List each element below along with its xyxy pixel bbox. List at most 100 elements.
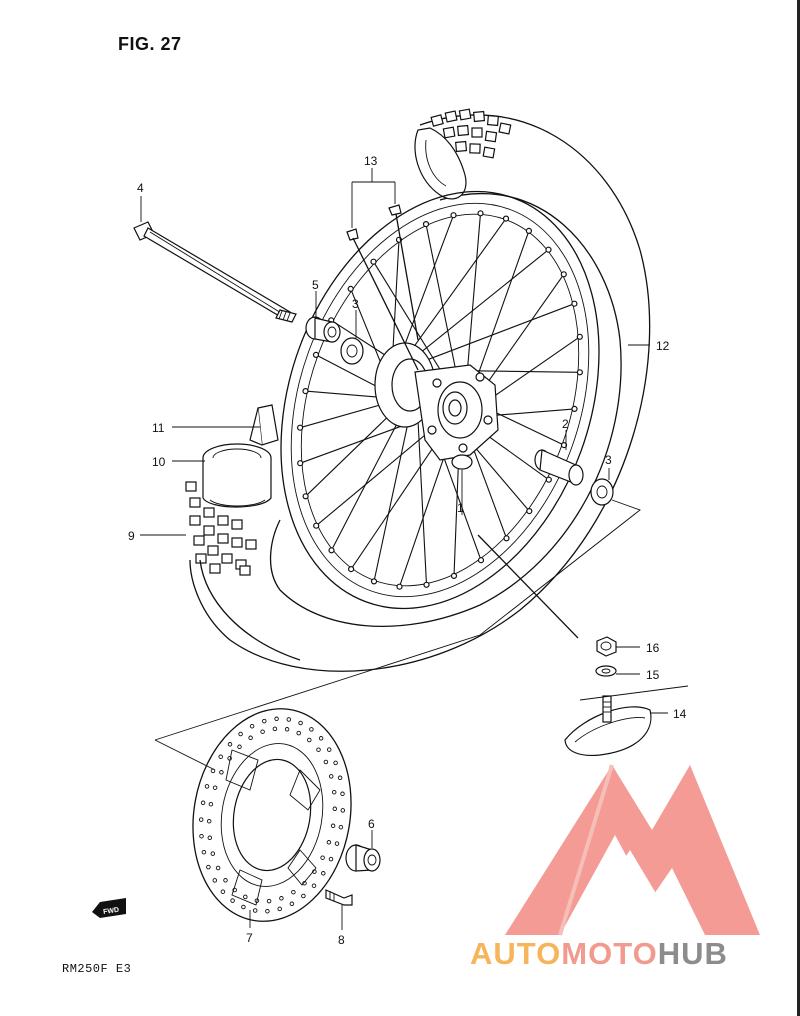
tread-blocks-left bbox=[185, 481, 257, 576]
disc-vent-hole bbox=[227, 742, 233, 747]
spoke-nipple bbox=[347, 285, 354, 292]
disc-vent-hole bbox=[311, 883, 317, 888]
disc-vent-hole bbox=[199, 833, 204, 839]
spoke bbox=[425, 223, 461, 393]
disc-vent-hole bbox=[243, 894, 248, 900]
callout-11: 11 bbox=[152, 421, 165, 435]
spoke-nipple bbox=[560, 271, 567, 278]
disc-vent-hole bbox=[326, 840, 332, 845]
disc-vent-hole bbox=[252, 908, 258, 913]
spoke bbox=[464, 213, 482, 394]
tread-blocks-top bbox=[430, 108, 512, 159]
spoke-nipple bbox=[396, 583, 403, 590]
watermark-auto: AUTO bbox=[470, 936, 561, 971]
spoke bbox=[401, 249, 549, 368]
front-axle bbox=[133, 221, 297, 323]
rim-lock bbox=[564, 695, 652, 757]
rim-lock-washer bbox=[595, 665, 617, 677]
callout-16: 16 bbox=[646, 641, 660, 655]
disc-vent-hole bbox=[286, 717, 292, 722]
disc-vent-hole bbox=[302, 880, 307, 886]
spoke-nipple bbox=[370, 578, 378, 585]
spoke-nipple bbox=[370, 258, 377, 265]
disc-vent-hole bbox=[296, 730, 301, 736]
disc-vent-hole bbox=[330, 823, 336, 829]
spoke bbox=[469, 230, 530, 398]
callout-9: 9 bbox=[128, 529, 135, 543]
spoke-nipple bbox=[576, 369, 584, 376]
inner-tube bbox=[202, 443, 272, 508]
disc-vent-hole bbox=[249, 723, 255, 729]
disc-vent-hole bbox=[220, 889, 226, 894]
disc-vent-hole bbox=[326, 747, 332, 752]
spoke-nipple bbox=[525, 227, 533, 234]
disc-vent-hole bbox=[232, 887, 237, 893]
spoke-nipple bbox=[313, 522, 320, 529]
disc-vent-hole bbox=[212, 878, 218, 883]
spoke-nipple bbox=[302, 388, 309, 395]
disc-vent-hole bbox=[279, 896, 284, 901]
spoke-nipple bbox=[571, 300, 578, 307]
page-right-border bbox=[797, 0, 800, 1016]
disc-vent-hole bbox=[230, 898, 235, 903]
callout-13: 13 bbox=[364, 154, 378, 168]
disc-vent-hole bbox=[266, 898, 272, 904]
disc-vent-hole bbox=[337, 775, 343, 781]
disc-vent-hole bbox=[254, 898, 260, 903]
disc-vent-hole bbox=[265, 908, 270, 914]
disc-vent-hole bbox=[201, 849, 207, 855]
spoke bbox=[407, 303, 575, 368]
disc-vent-hole bbox=[323, 759, 329, 765]
spoke-nipple bbox=[422, 221, 430, 228]
disc-vent-hole bbox=[248, 735, 253, 741]
disc-vent-hole bbox=[340, 791, 345, 797]
disc-vent-hole bbox=[210, 851, 216, 856]
spoke-nipple bbox=[312, 351, 320, 358]
disc-vent-hole bbox=[198, 817, 204, 822]
disc-vent-hole bbox=[277, 906, 282, 912]
disc-bolt bbox=[325, 889, 353, 906]
callout-5: 5 bbox=[312, 278, 319, 292]
callout-1: 1 bbox=[457, 501, 464, 515]
watermark-text: AUTOMOTOHUB bbox=[470, 936, 728, 971]
disc-vent-hole bbox=[289, 901, 295, 907]
oil-seal-left bbox=[340, 337, 364, 365]
svg-text:AUTOMOTOHUB: AUTOMOTOHUB bbox=[470, 936, 728, 971]
rim-lock-nut bbox=[596, 636, 617, 657]
fwd-badge-text: FWD bbox=[103, 907, 120, 916]
disc-vent-hole bbox=[206, 818, 212, 824]
fwd-arrow-badge bbox=[92, 898, 126, 918]
disc-vent-hole bbox=[338, 824, 344, 830]
disc-vent-hole bbox=[331, 789, 337, 795]
disc-vent-hole bbox=[223, 878, 228, 883]
disc-vent-hole bbox=[206, 864, 211, 870]
disc-vent-hole bbox=[227, 756, 232, 761]
spoke-nipple bbox=[503, 535, 510, 542]
disc-vent-hole bbox=[204, 784, 210, 789]
disc-vent-hole bbox=[272, 726, 278, 732]
spoke-nipple bbox=[576, 333, 583, 340]
disc-vent-hole bbox=[321, 871, 326, 876]
spoke bbox=[416, 394, 428, 585]
oil-seal-right bbox=[590, 478, 614, 506]
disc-vent-hole bbox=[212, 785, 218, 790]
disc-vent-hole bbox=[320, 855, 325, 860]
disc-vent-hole bbox=[237, 744, 242, 750]
tire bbox=[185, 108, 651, 672]
spoke-nipple bbox=[297, 424, 304, 431]
disc-vent-hole bbox=[207, 835, 213, 841]
spoke-nipple bbox=[502, 215, 510, 222]
disc-vent-hole bbox=[208, 801, 214, 807]
spoke-nipple bbox=[477, 557, 485, 564]
callout-6: 6 bbox=[368, 817, 375, 831]
callout-12: 12 bbox=[656, 339, 670, 353]
disc-vent-hole bbox=[301, 893, 306, 899]
callout-8: 8 bbox=[338, 933, 345, 947]
spoke-nipple bbox=[560, 442, 568, 449]
spoke-nipple bbox=[423, 581, 430, 588]
callout-lines bbox=[140, 168, 668, 930]
disc-vent-hole bbox=[262, 718, 267, 724]
spoke-nipple bbox=[545, 476, 552, 483]
wheel-bearing-spacer bbox=[534, 449, 584, 486]
spoke-nipple bbox=[477, 210, 484, 217]
